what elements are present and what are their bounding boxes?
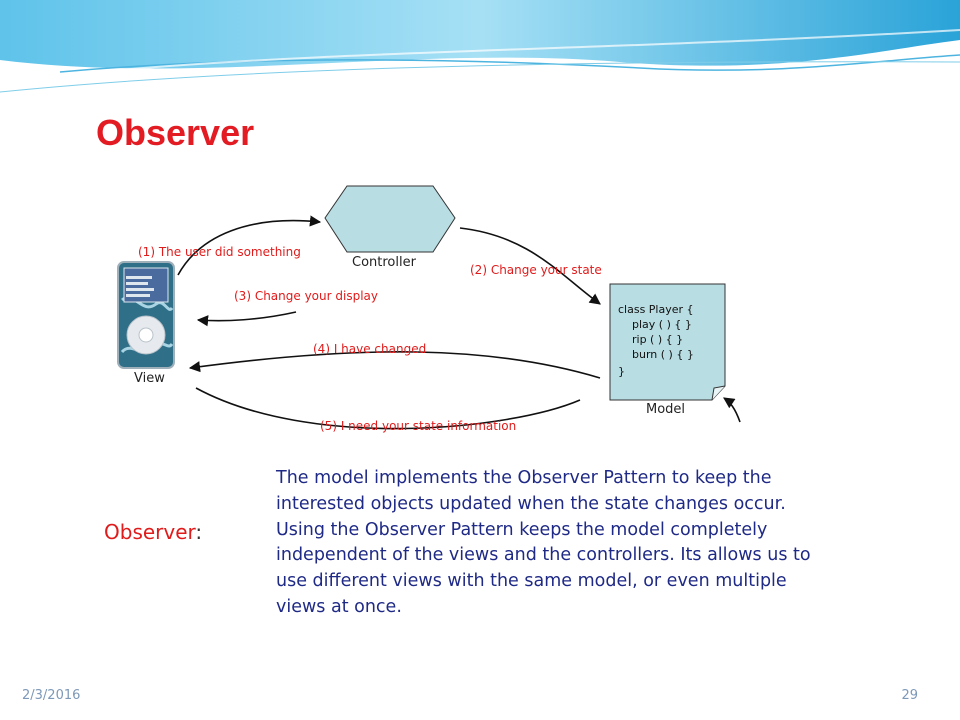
controller-node bbox=[324, 185, 456, 253]
footer-page-number: 29 bbox=[901, 688, 918, 703]
arrow-view-to-controller bbox=[177, 215, 322, 276]
edge-label-2: (2) Change your state bbox=[470, 263, 602, 277]
view-device-icon bbox=[117, 261, 175, 369]
arrow-model-to-view bbox=[188, 351, 601, 379]
model-code-line-2: play ( ) { } bbox=[632, 318, 692, 331]
model-code-line-5: } bbox=[618, 365, 625, 378]
edge-label-1: (1) The user did something bbox=[138, 245, 301, 259]
header-wave-decoration bbox=[0, 0, 960, 110]
edge-label-3: (3) Change your display bbox=[234, 289, 378, 303]
mvc-observer-diagram: Controller View class Player { play ( ) … bbox=[117, 185, 741, 433]
model-code-line-1: class Player { bbox=[618, 303, 694, 316]
model-label: Model bbox=[646, 402, 685, 417]
arrow-view-to-model bbox=[195, 387, 581, 430]
observer-term: Observer bbox=[104, 520, 196, 544]
arrow-into-model-corner bbox=[723, 397, 741, 423]
observer-description: The model implements the Observer Patter… bbox=[276, 468, 811, 617]
observer-term-colon: : bbox=[195, 520, 203, 544]
arrow-controller-to-view bbox=[196, 311, 297, 327]
footer-date: 2/3/2016 bbox=[22, 688, 81, 703]
observer-term-label: Observer: bbox=[104, 520, 202, 544]
edge-label-4: (4) I have changed bbox=[313, 342, 426, 356]
view-label: View bbox=[134, 371, 165, 386]
arrow-controller-to-model bbox=[459, 227, 601, 305]
edge-label-5: (5) I need your state information bbox=[320, 419, 516, 433]
slide-title: Observer bbox=[96, 112, 255, 153]
model-code-line-3: rip ( ) { } bbox=[632, 333, 683, 346]
controller-label: Controller bbox=[352, 255, 417, 270]
model-code-line-4: burn ( ) { } bbox=[632, 348, 694, 361]
